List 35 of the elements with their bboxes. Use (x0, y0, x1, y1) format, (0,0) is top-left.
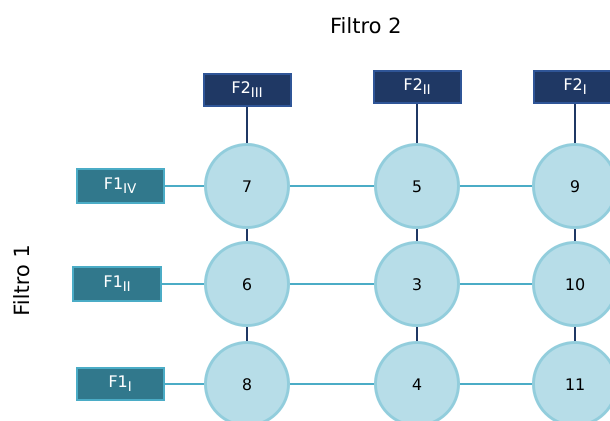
connector-line (416, 327, 418, 341)
filter-label-box: F1$_{II}$ (72, 266, 162, 302)
value-circle: 5 (374, 143, 460, 229)
connector-line (460, 383, 532, 385)
connector-line (164, 383, 204, 385)
axis-title: Filtro 1 (10, 244, 34, 316)
axis-title: Filtro 2 (330, 14, 402, 38)
connector-line (574, 327, 576, 341)
filter-label-box: F2$_{I}$ (533, 70, 610, 104)
filter-label-box: F2$_{II}$ (372, 70, 462, 104)
connector-line (460, 283, 532, 285)
connector-line (290, 383, 374, 385)
value-circle: 11 (532, 341, 610, 421)
value-circle: 3 (374, 241, 460, 327)
connector-line (246, 229, 248, 241)
value-circle: 7 (204, 143, 290, 229)
value-circle: 9 (532, 143, 610, 229)
connector-line (416, 229, 418, 241)
value-circle: 10 (532, 241, 610, 327)
connector-line (574, 229, 576, 241)
connector-line (290, 283, 374, 285)
connector-line (416, 104, 418, 143)
connector-line (164, 185, 204, 187)
connector-line (246, 327, 248, 341)
connector-line (460, 185, 532, 187)
filter-label-box: F2$_{III}$ (202, 73, 292, 107)
value-circle: 4 (374, 341, 460, 421)
connector-line (290, 185, 374, 187)
filter-label-box: F1$_{I}$ (76, 367, 164, 401)
filter-label-box: F1$_{IV}$ (76, 168, 164, 204)
value-circle: 6 (204, 241, 290, 327)
connector-line (246, 107, 248, 143)
value-circle: 8 (204, 341, 290, 421)
connector-line (162, 283, 204, 285)
connector-line (574, 104, 576, 143)
